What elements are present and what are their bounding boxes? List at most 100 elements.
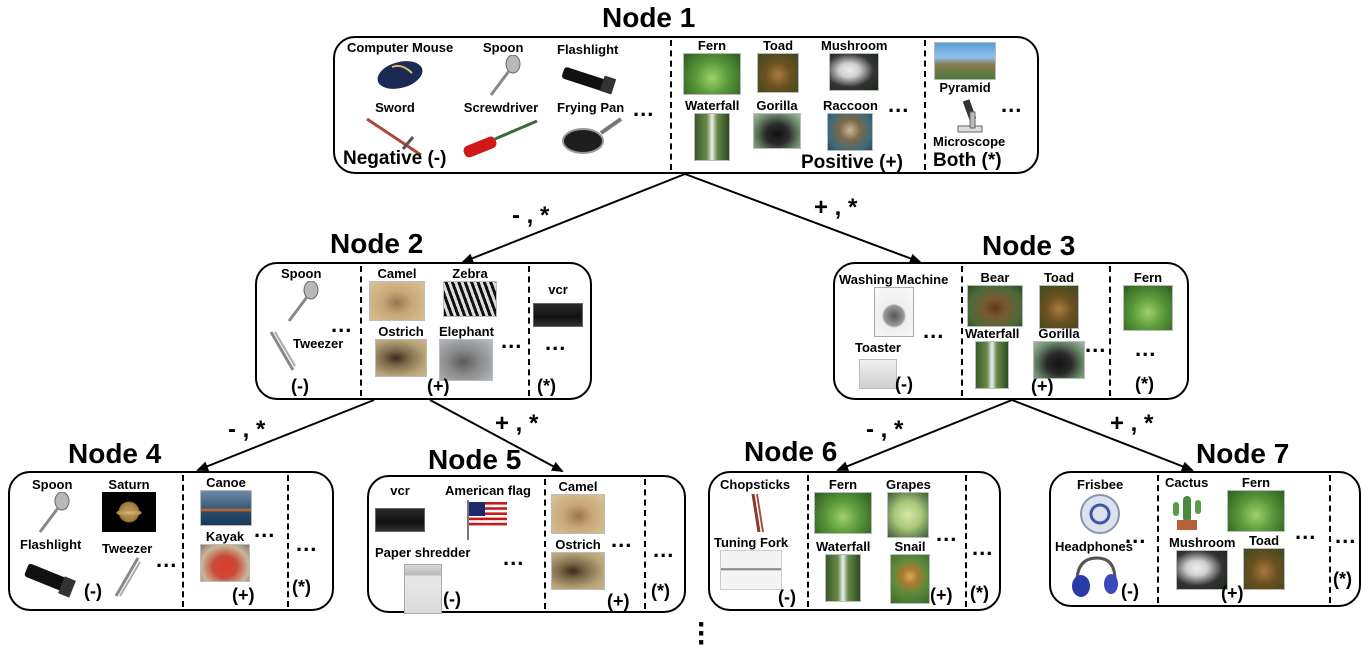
node-2-both-ellipsis: ...: [545, 330, 567, 355]
node-6-box: Chopsticks Tuning Fork (-) Fern Grapes W…: [708, 471, 1001, 611]
node-4-pos-ellipsis: ...: [254, 517, 276, 542]
node-5-positive-label: (+): [607, 591, 630, 611]
fern-icon: [814, 492, 872, 534]
grapes-icon: [887, 492, 930, 538]
camel-icon: [551, 494, 605, 534]
frying-pan-icon: [561, 117, 622, 154]
canoe-icon: [200, 490, 252, 526]
node-4-both-label: (*): [292, 577, 311, 597]
node-4-box: Spoon Saturn Flashlight (-) Tweezer ... …: [8, 471, 334, 611]
item-flashlight: Flashlight: [557, 42, 618, 95]
ostrich-icon: [551, 552, 605, 590]
node-5-divider-2: [644, 479, 646, 609]
gorilla-icon: [1033, 341, 1085, 379]
node-3-box: Washing Machine Toaster (-) ... Bear Toa…: [833, 262, 1189, 400]
node-1-both-ellipsis: ...: [1001, 92, 1023, 117]
continuation-dots: ···: [697, 608, 707, 659]
node-7-both-ellipsis: ...: [1335, 523, 1357, 548]
edge-label-n3-n7: + , *: [1110, 410, 1154, 437]
item-grapes: Grapes: [886, 477, 931, 538]
node-6-divider-2: [965, 475, 967, 607]
mushroom-icon: [1176, 550, 1229, 590]
item-fern: Fern: [683, 38, 741, 95]
toad-icon: [1243, 548, 1285, 590]
node-1-neg-ellipsis: ...: [633, 96, 655, 121]
edge-n3-n7: [1011, 399, 1194, 472]
node-7-both-label: (*): [1333, 569, 1352, 589]
node-1-divider-2: [924, 40, 926, 170]
fern-icon: [1227, 490, 1285, 532]
node-7-negative-label: (-): [1121, 581, 1139, 601]
node-5-both-label: (*): [651, 581, 670, 601]
node-3-title: Node 3: [982, 230, 1076, 261]
item-toad: Toad: [757, 38, 799, 93]
node-6-negative-label: (-): [778, 587, 796, 607]
node-5-title: Node 5: [428, 444, 522, 475]
edge-n3-n6: [836, 399, 1013, 471]
item-chopsticks: Chopsticks: [720, 477, 790, 534]
screwdriver-icon: [463, 119, 538, 158]
cactus-icon: [1172, 496, 1201, 530]
item-camel: Camel: [551, 479, 605, 534]
node-2-box: Spoon Tweezer ... Camel Zebra Ostrich El…: [255, 262, 592, 400]
item-spoon: Spoon: [32, 477, 72, 534]
item-vcr: vcr: [375, 483, 425, 532]
node-6-title: Node 6: [744, 436, 838, 467]
raccoon-icon: [827, 113, 874, 151]
edge-label-n2-n4: - , *: [228, 416, 266, 443]
node-5-negative-label: (-): [443, 589, 461, 609]
item-microscope: Microscope: [933, 98, 1005, 149]
zebra-icon: [443, 281, 497, 317]
item-fern: Fern: [1123, 270, 1173, 331]
item-fern: Fern: [1227, 475, 1285, 532]
spoon-icon: [39, 492, 70, 533]
node-7-divider-2: [1329, 475, 1331, 603]
node-5-divider-1: [544, 479, 546, 609]
item-computer-mouse: Computer Mouse: [347, 40, 453, 91]
item-spoon: Spoon: [281, 266, 321, 323]
sword-icon: [366, 117, 422, 157]
node-5-pos-ellipsis: ...: [611, 527, 633, 552]
toad-icon: [1039, 285, 1079, 329]
item-ostrich: Ostrich: [375, 324, 427, 377]
flashlight-icon: [24, 563, 76, 598]
node-4-divider-1: [182, 475, 184, 607]
node-1-both-label: Both (*): [933, 150, 1002, 171]
node-1-pos-ellipsis: ...: [888, 92, 910, 117]
item-tuning-fork: Tuning Fork: [714, 535, 788, 590]
item-kayak: Kayak: [200, 529, 250, 582]
item-elephant: Elephant: [439, 324, 494, 381]
item-frying-pan: Frying Pan: [557, 100, 624, 157]
node-7-positive-label: (+): [1221, 583, 1244, 603]
node-4-title: Node 4: [68, 438, 162, 469]
node-2-divider-1: [360, 266, 362, 396]
american-flag-icon: [466, 500, 507, 540]
node-3-positive-label: (+): [1031, 376, 1054, 396]
node-6-pos-ellipsis: ...: [936, 521, 958, 546]
washing-machine-icon: [873, 287, 914, 337]
node-5-both-ellipsis: ...: [653, 537, 675, 562]
computer-mouse-icon: [377, 61, 423, 89]
node-6-both-label: (*): [970, 583, 989, 603]
item-headphones: Headphones: [1055, 539, 1133, 598]
node-3-both-ellipsis: ...: [1135, 336, 1157, 361]
vcr-icon: [375, 508, 425, 532]
node-5-box: vcr American flag Paper shredder ... (-)…: [367, 475, 686, 614]
fern-icon: [1123, 285, 1173, 331]
node-7-neg-ellipsis: ...: [1125, 523, 1147, 548]
node-7-title: Node 7: [1196, 438, 1290, 469]
spoon-icon: [288, 281, 319, 322]
node-1-negative-label: Negative (-): [343, 148, 447, 169]
vcr-icon: [533, 303, 583, 327]
node-4-positive-label: (+): [232, 585, 255, 605]
item-tweezer: Tweezer: [267, 330, 343, 374]
item-frisbee: Frisbee: [1077, 477, 1123, 536]
item-bear: Bear: [967, 270, 1023, 327]
node-2-negative-label: (-): [291, 376, 309, 396]
node-2-pos-ellipsis: ...: [501, 328, 523, 353]
item-mushroom: Mushroom: [821, 38, 887, 91]
node-1-positive-label: Positive (+): [801, 152, 903, 173]
node-1-divider-1: [670, 40, 672, 170]
node-1-title: Node 1: [602, 2, 696, 33]
